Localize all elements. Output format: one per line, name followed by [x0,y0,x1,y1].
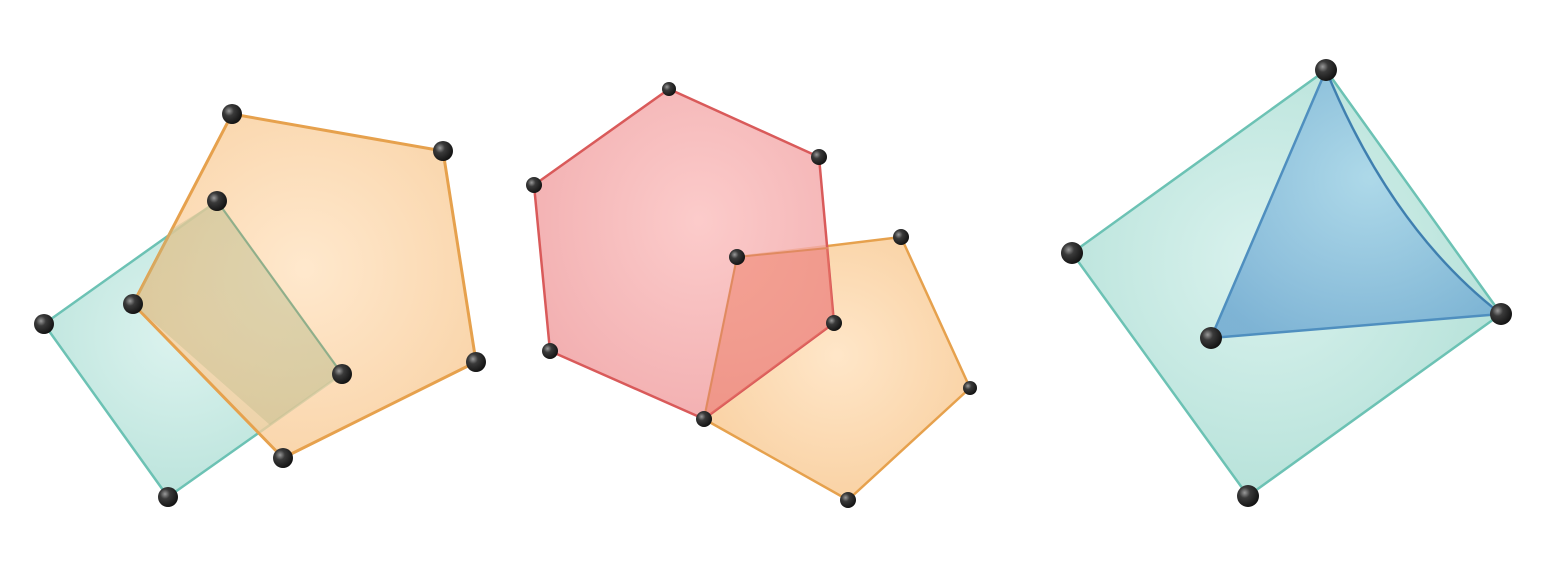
vertex-point[interactable] [207,191,227,211]
vertex-point[interactable] [826,315,842,331]
vertex-point[interactable] [526,177,542,193]
vertex-point[interactable] [840,492,856,508]
vertex-point[interactable] [1490,303,1512,325]
square-edge-overlap [216,200,343,375]
figure-hexagon-pentagon [532,87,972,502]
figure-square-triangle [1070,68,1503,498]
vertex-layer [34,59,1512,508]
vertex-point[interactable] [542,343,558,359]
vertex-point[interactable] [158,487,178,507]
vertex-point[interactable] [729,249,745,265]
vertex-point[interactable] [811,149,827,165]
vertex-point[interactable] [222,104,242,124]
vertex-point[interactable] [273,448,293,468]
vertex-point[interactable] [332,364,352,384]
vertex-point[interactable] [662,82,676,96]
vertex-point[interactable] [696,411,712,427]
vertex-point[interactable] [1315,59,1337,81]
vertex-point[interactable] [34,314,54,334]
overlap-region [133,201,342,425]
triangle-curved-edge [1325,69,1502,315]
vertex-point[interactable] [433,141,453,161]
vertex-point[interactable] [963,381,977,395]
vertex-point[interactable] [1237,485,1259,507]
overlap-region [704,248,834,419]
vertex-point[interactable] [466,352,486,372]
vertex-point[interactable] [893,229,909,245]
vertex-point[interactable] [1061,242,1083,264]
vertex-point[interactable] [1200,327,1222,349]
vertex-point[interactable] [123,294,143,314]
figure-square-pentagon [42,112,478,499]
